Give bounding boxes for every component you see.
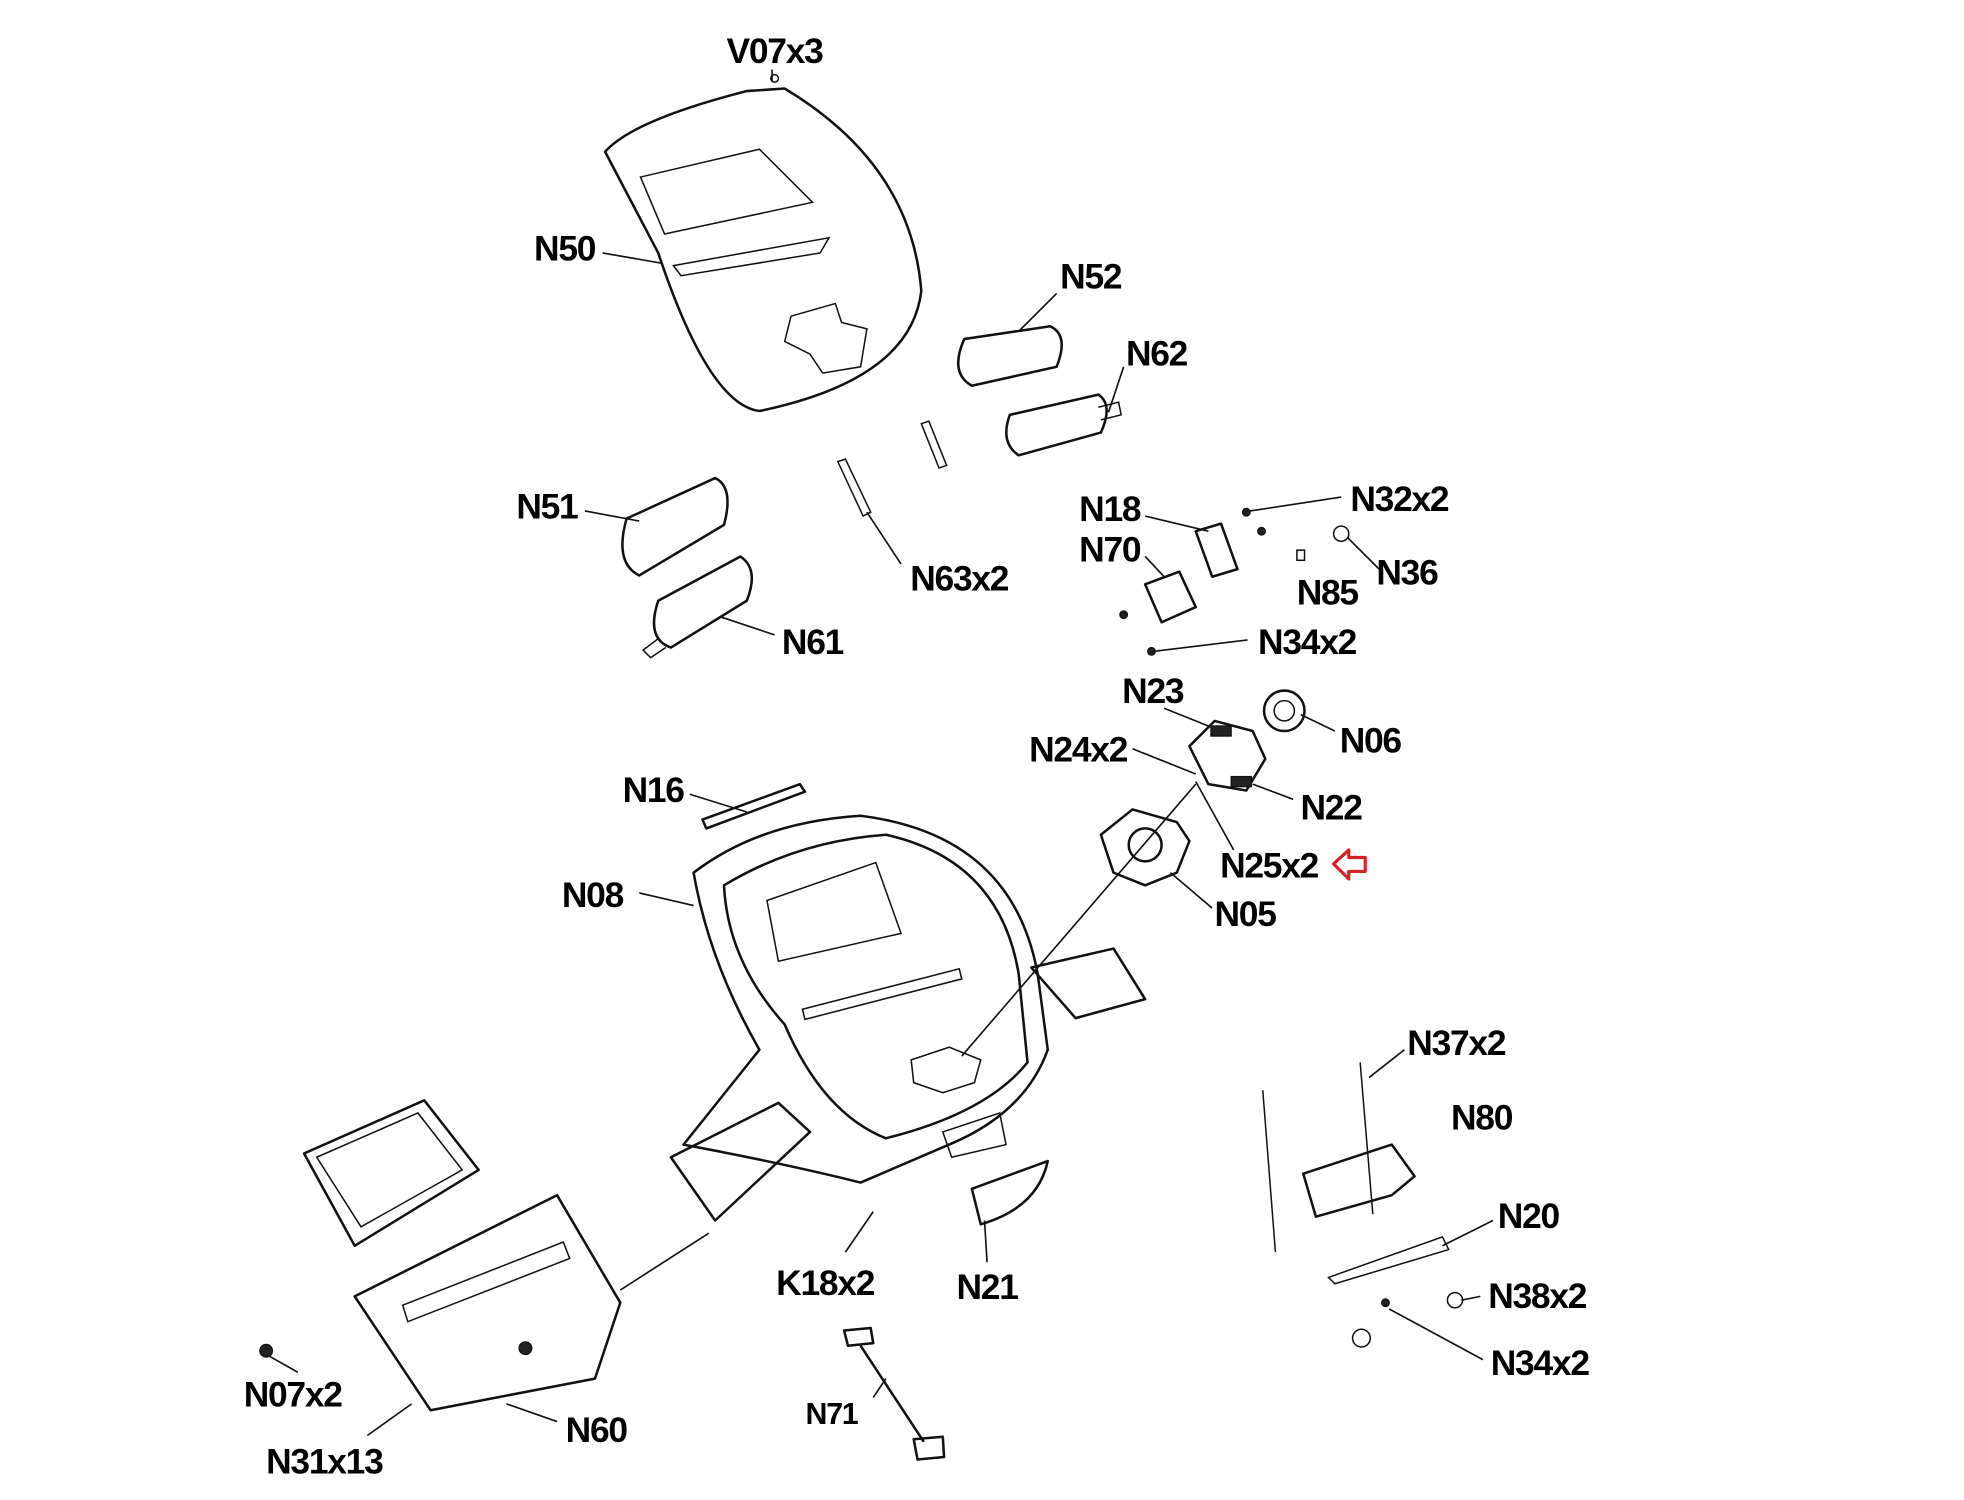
label-n85: N85	[1297, 573, 1359, 613]
label-n22: N22	[1300, 788, 1362, 828]
label-n71: N71	[806, 1398, 859, 1431]
label-n51: N51	[516, 487, 578, 527]
part-n22-n23-plate	[1188, 719, 1267, 792]
explode-lines	[619, 783, 1197, 1291]
label-n20: N20	[1498, 1196, 1560, 1236]
label-n07: N07x2	[244, 1374, 343, 1414]
part-n61-cable	[641, 638, 667, 659]
label-n23: N23	[1122, 671, 1184, 711]
label-n25: N25x2	[1220, 846, 1319, 886]
part-n50-overlay	[603, 87, 923, 413]
part-n62	[1005, 393, 1108, 457]
part-n18-n70-bracket	[1119, 507, 1350, 656]
part-n61	[652, 555, 754, 649]
label-n08: N08	[562, 875, 624, 915]
label-n37: N37x2	[1407, 1023, 1506, 1063]
highlight-arrow-icon	[1332, 848, 1367, 881]
part-n71-cable	[842, 1326, 946, 1461]
part-n60-board	[259, 1099, 622, 1412]
label-n06: N06	[1340, 721, 1402, 761]
label-n18: N18	[1079, 489, 1141, 529]
label-n80: N80	[1451, 1097, 1513, 1137]
label-n31: N31x13	[266, 1441, 383, 1481]
part-n80-assembly	[1262, 1062, 1464, 1348]
label-n52: N52	[1060, 256, 1122, 296]
label-n36: N36	[1376, 552, 1438, 592]
part-labels: V07x3 N50 N52 N62 N51 N63x2 N61 N18 N70 …	[244, 31, 1591, 1481]
label-n32: N32x2	[1350, 479, 1449, 519]
label-n38: N38x2	[1488, 1276, 1587, 1316]
label-n62: N62	[1126, 334, 1188, 374]
label-k18: K18x2	[776, 1263, 875, 1303]
label-n34-top: N34x2	[1258, 622, 1357, 662]
part-n52	[956, 325, 1063, 388]
part-n21-grille	[970, 1159, 1050, 1226]
label-n63: N63x2	[910, 559, 1009, 599]
part-n08-console	[669, 814, 1147, 1222]
part-n51	[621, 476, 729, 577]
label-n16: N16	[623, 770, 685, 810]
label-n05: N05	[1214, 894, 1276, 934]
label-n60: N60	[566, 1410, 628, 1450]
label-n61: N61	[782, 622, 844, 662]
part-n06-ring	[1262, 689, 1306, 733]
part-n16-strip	[701, 782, 807, 830]
part-n63-cables	[836, 420, 948, 518]
label-n21: N21	[956, 1267, 1018, 1307]
part-n62-cable	[1098, 401, 1123, 421]
label-n34-bottom: N34x2	[1491, 1343, 1590, 1383]
leader-lines	[268, 69, 1494, 1437]
label-n24: N24x2	[1029, 729, 1128, 769]
label-n70: N70	[1079, 530, 1141, 570]
part-v07-screw	[770, 73, 780, 83]
label-n50: N50	[534, 229, 596, 269]
part-n05-knob	[1099, 808, 1191, 887]
label-v07: V07x3	[727, 31, 824, 71]
